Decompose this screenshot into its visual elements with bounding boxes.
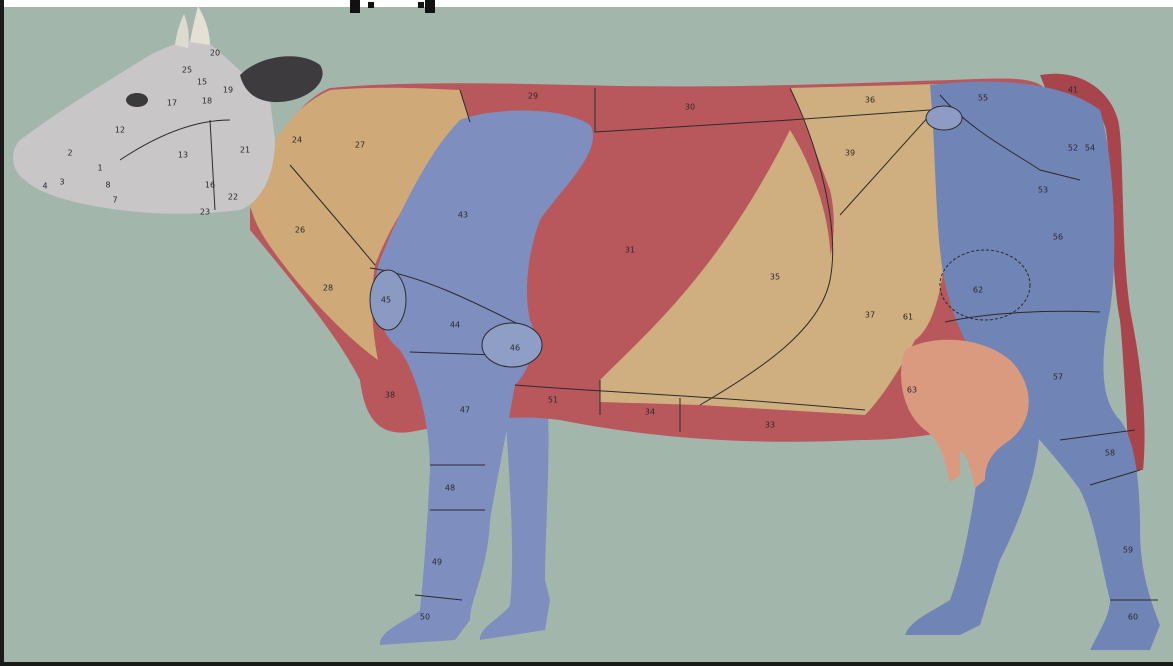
label-31: 31 bbox=[625, 246, 635, 255]
label-26: 26 bbox=[295, 226, 305, 235]
label-39: 39 bbox=[845, 149, 855, 158]
label-20: 20 bbox=[210, 49, 220, 58]
label-16: 16 bbox=[205, 181, 215, 190]
label-19: 19 bbox=[223, 86, 233, 95]
label-46: 46 bbox=[510, 344, 520, 353]
crop-mark bbox=[350, 0, 435, 13]
label-41: 41 bbox=[1068, 86, 1078, 95]
label-7: 7 bbox=[112, 196, 117, 205]
label-13: 13 bbox=[178, 151, 188, 160]
label-8: 8 bbox=[105, 181, 110, 190]
region-60 bbox=[926, 106, 962, 130]
horn bbox=[190, 6, 210, 45]
label-17: 17 bbox=[167, 99, 177, 108]
label-61: 61 bbox=[903, 313, 913, 322]
label-28: 28 bbox=[323, 284, 333, 293]
label-12: 12 bbox=[115, 126, 125, 135]
label-52: 52 bbox=[1068, 144, 1078, 153]
label-18: 18 bbox=[202, 97, 212, 106]
label-60: 60 bbox=[1128, 613, 1138, 622]
label-47: 47 bbox=[460, 406, 470, 415]
label-35: 35 bbox=[770, 273, 780, 282]
label-56: 56 bbox=[1053, 233, 1063, 242]
label-2: 2 bbox=[67, 149, 72, 158]
label-54: 54 bbox=[1085, 144, 1095, 153]
head bbox=[13, 40, 275, 214]
label-3: 3 bbox=[59, 178, 64, 187]
label-4: 4 bbox=[42, 182, 47, 191]
label-34: 34 bbox=[645, 408, 655, 417]
label-53: 53 bbox=[1038, 186, 1048, 195]
label-38: 38 bbox=[385, 391, 395, 400]
label-62: 62 bbox=[973, 286, 983, 295]
label-29: 29 bbox=[528, 92, 538, 101]
label-45: 45 bbox=[381, 296, 391, 305]
label-44: 44 bbox=[450, 321, 460, 330]
label-50: 50 bbox=[420, 613, 430, 622]
label-23: 23 bbox=[200, 208, 210, 217]
label-22: 22 bbox=[228, 193, 238, 202]
label-48: 48 bbox=[445, 484, 455, 493]
label-33: 33 bbox=[765, 421, 775, 430]
label-1: 1 bbox=[97, 164, 102, 173]
label-57: 57 bbox=[1053, 373, 1063, 382]
label-59: 59 bbox=[1123, 546, 1133, 555]
label-49: 49 bbox=[432, 558, 442, 567]
label-63: 63 bbox=[907, 386, 917, 395]
label-24: 24 bbox=[292, 136, 302, 145]
label-15: 15 bbox=[197, 78, 207, 87]
label-37: 37 bbox=[865, 311, 875, 320]
label-55: 55 bbox=[978, 94, 988, 103]
label-27: 27 bbox=[355, 141, 365, 150]
label-58: 58 bbox=[1105, 449, 1115, 458]
label-25: 25 bbox=[182, 66, 192, 75]
label-30: 30 bbox=[685, 103, 695, 112]
label-21: 21 bbox=[240, 146, 250, 155]
label-36: 36 bbox=[865, 96, 875, 105]
eye bbox=[126, 93, 148, 107]
horn bbox=[175, 14, 189, 48]
label-51: 51 bbox=[548, 396, 558, 405]
label-43: 43 bbox=[458, 211, 468, 220]
